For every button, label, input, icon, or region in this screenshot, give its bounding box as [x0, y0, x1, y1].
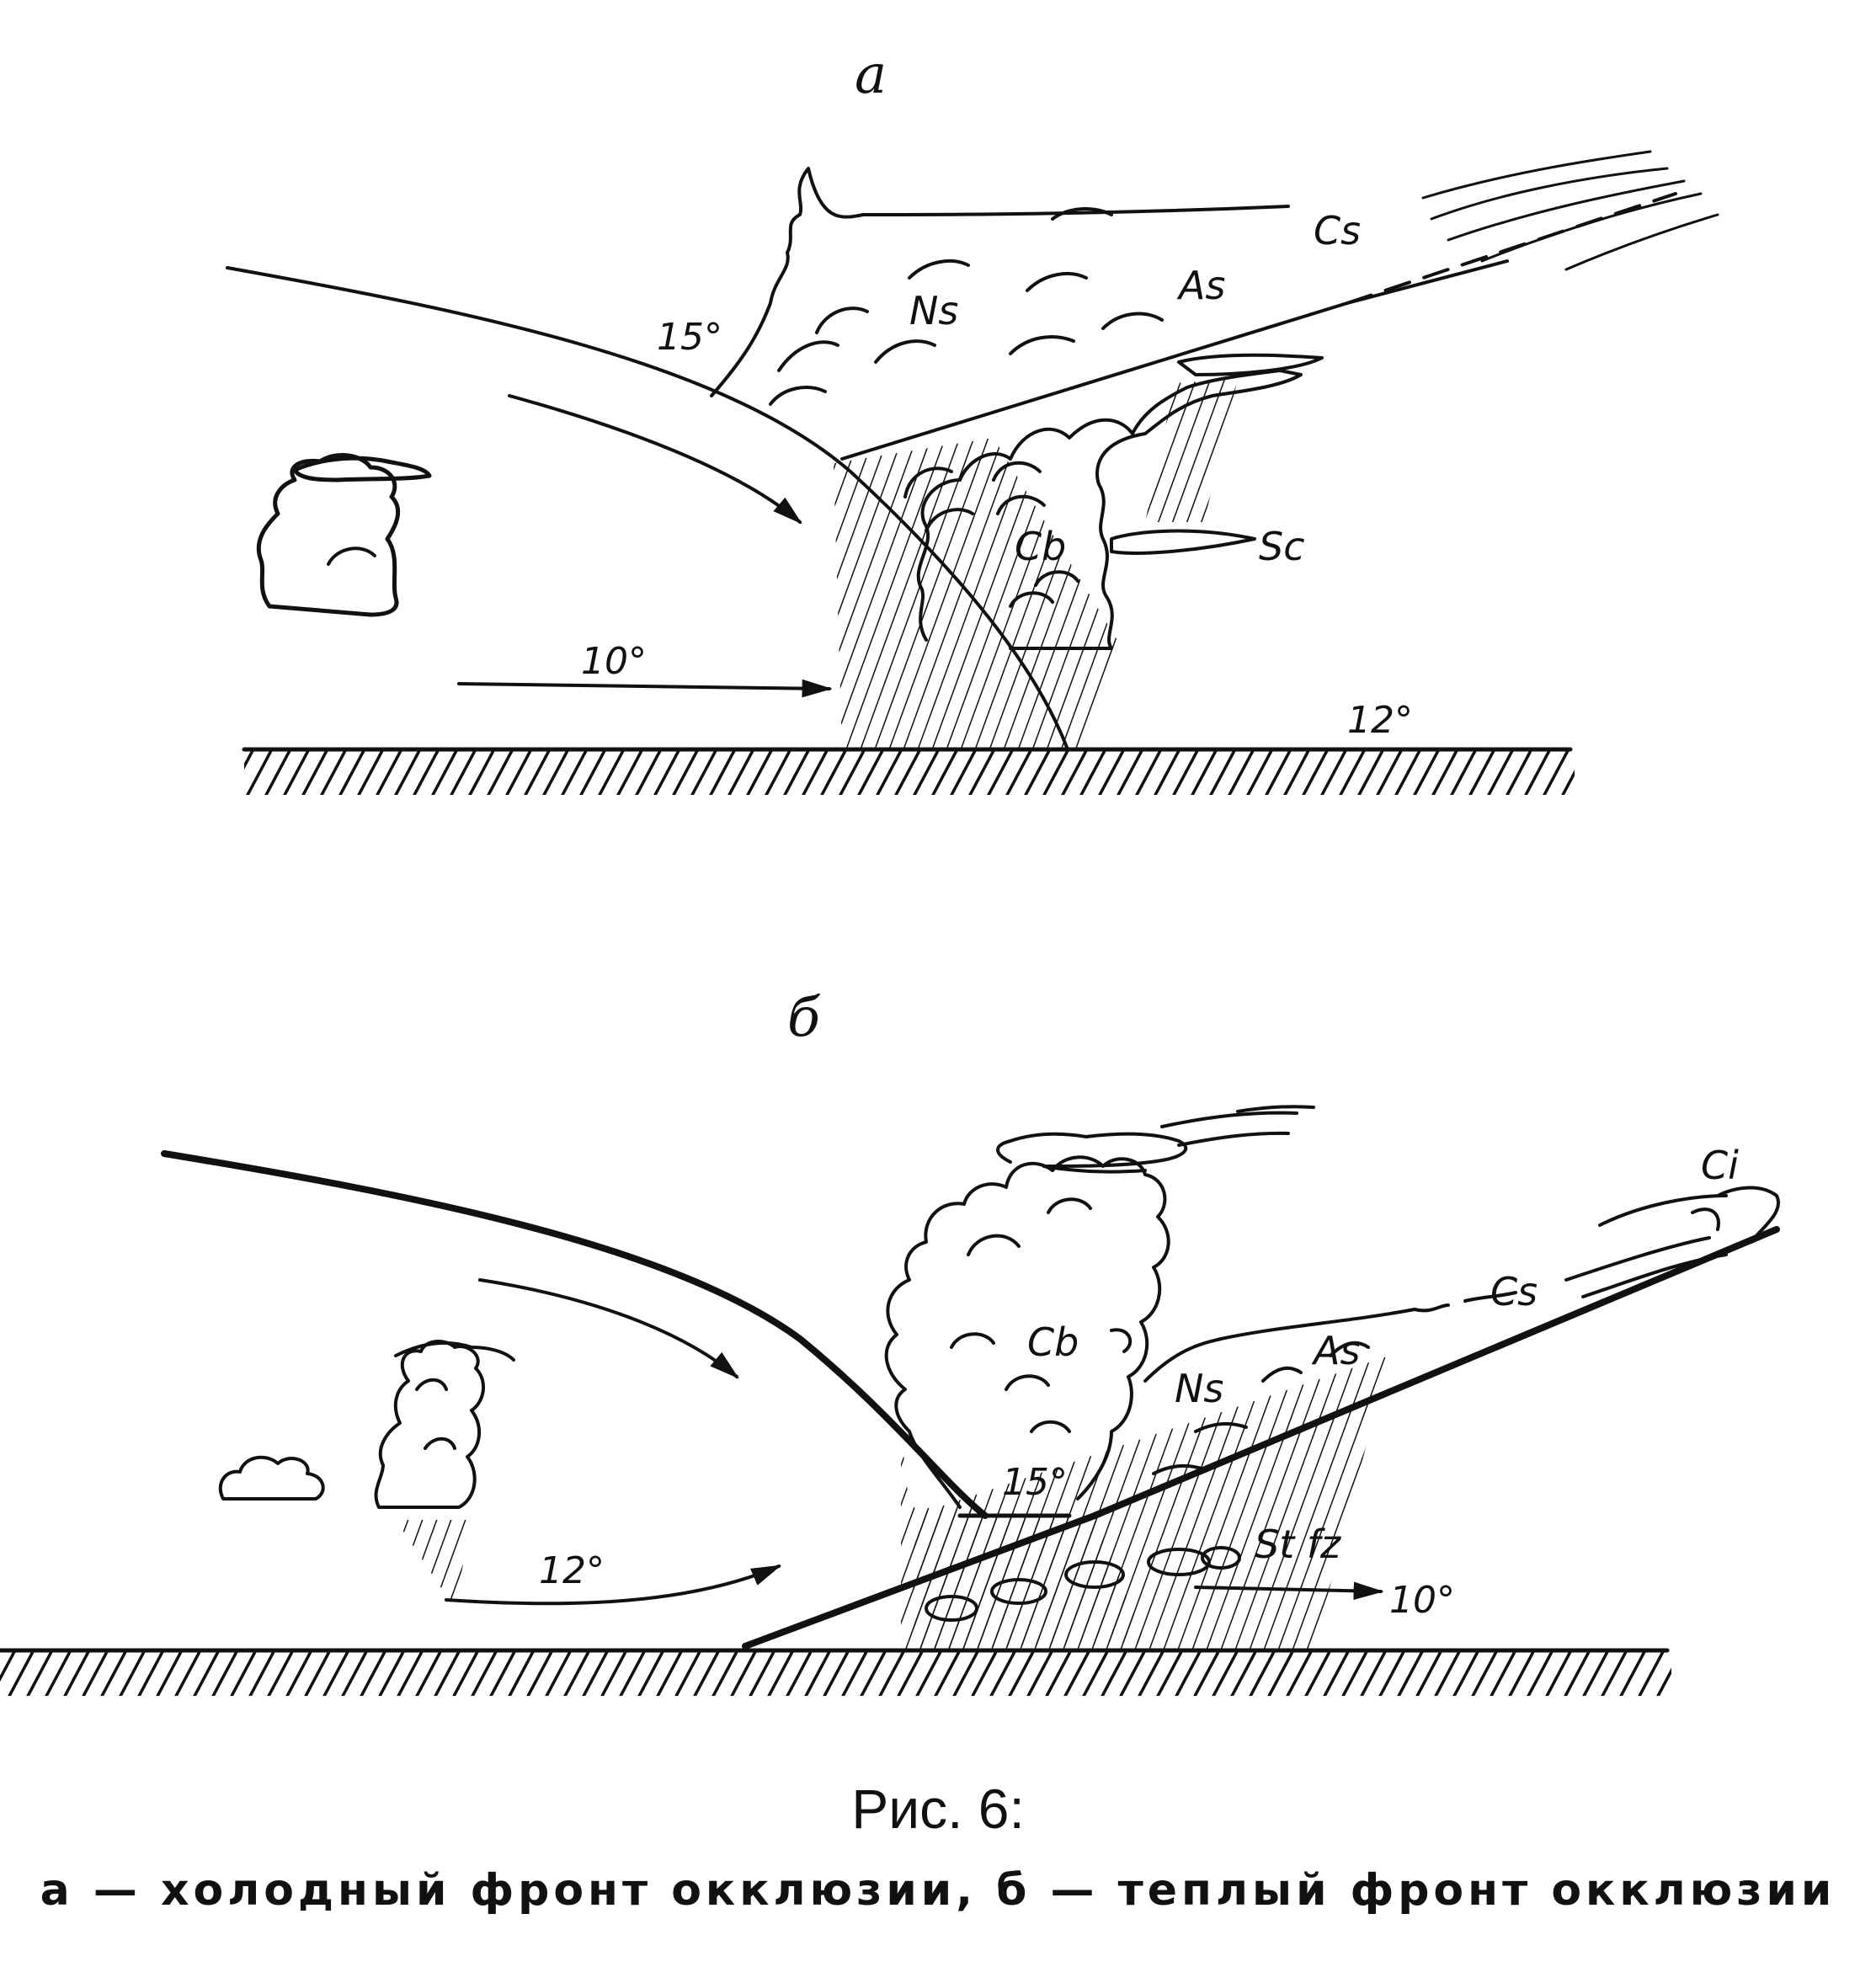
label-temp-10: 10°	[1389, 1579, 1455, 1622]
label-cs: Cs	[1314, 208, 1361, 253]
cold-air-arrow-upper	[508, 394, 802, 525]
towering-cumulus	[374, 1340, 486, 1509]
label-temp-12: 12°	[539, 1549, 605, 1592]
cirrostratus-streaks	[1421, 150, 1719, 271]
cirrus-streaks	[1463, 1186, 1780, 1303]
cb-cloud	[916, 369, 1303, 650]
label-as: As	[1311, 1328, 1360, 1373]
label-sc: Sc	[1259, 524, 1305, 569]
cold-front-surface	[161, 1150, 989, 1519]
label-cs: Cs	[1490, 1269, 1538, 1314]
nimbostratus-marks	[769, 207, 1164, 406]
label-temp-15: 15°	[1002, 1461, 1068, 1504]
ground-hatch	[0, 1652, 1671, 1696]
cb-tower	[884, 1155, 1170, 1509]
cb-anvil	[996, 1132, 1188, 1168]
label-cb: Cb	[1027, 1319, 1079, 1365]
towering-cumulus-top	[394, 1341, 515, 1362]
cumulus-inner-arc	[327, 546, 376, 566]
sc-cloud-band	[1110, 529, 1256, 555]
cb-inner-arcs	[950, 1197, 1133, 1433]
stratus-fractus-patches	[925, 1546, 1241, 1622]
panel-b-label: б	[787, 987, 821, 1049]
anvil-cloud	[1177, 353, 1324, 376]
label-temp-10: 10°	[581, 640, 647, 683]
label-temp-15: 15°	[657, 316, 722, 359]
cold-air-arrow-upper	[478, 1278, 739, 1379]
cold-air-arrow-lower	[457, 679, 833, 698]
panel-a: а	[226, 44, 1719, 795]
cb-cauliflower-tops	[903, 461, 1079, 608]
warm-sector-hatch	[914, 1356, 1389, 1650]
nimbostratus-marks	[1152, 1341, 1370, 1475]
label-st-fz: St fz	[1255, 1522, 1341, 1567]
towering-cumulus-arcs	[415, 1378, 456, 1450]
cumulus-cap	[292, 456, 432, 482]
label-temp-12: 12°	[1347, 699, 1413, 742]
label-as: As	[1176, 263, 1225, 308]
small-cumulus-left	[218, 1455, 325, 1501]
label-cb: Cb	[1015, 524, 1066, 569]
label-ci: Ci	[1701, 1143, 1739, 1188]
label-ns: Ns	[909, 288, 958, 333]
label-ns: Ns	[1175, 1366, 1223, 1411]
panel-b: б	[0, 987, 1780, 1696]
cold-air-arrow-lower	[445, 1565, 782, 1606]
cs-cloud-outline	[710, 167, 1290, 397]
warm-front-surface	[742, 1226, 1780, 1650]
cb-anvil-streaks	[1042, 1105, 1315, 1174]
warm-air-arrow	[1194, 1581, 1384, 1601]
anvil-rain-hatch	[1145, 379, 1238, 522]
shower-hatch	[396, 1520, 472, 1608]
ns-as-cloud-outline	[1143, 1303, 1450, 1383]
caption-text: а — холодный фронт окклюзии, б — теплый …	[40, 1865, 1836, 1916]
precipitation-hatch	[834, 438, 1120, 749]
panel-a-label: а	[855, 44, 887, 106]
ground-hatch	[244, 751, 1575, 795]
caption-title: Рис. 6:	[851, 1778, 1025, 1840]
